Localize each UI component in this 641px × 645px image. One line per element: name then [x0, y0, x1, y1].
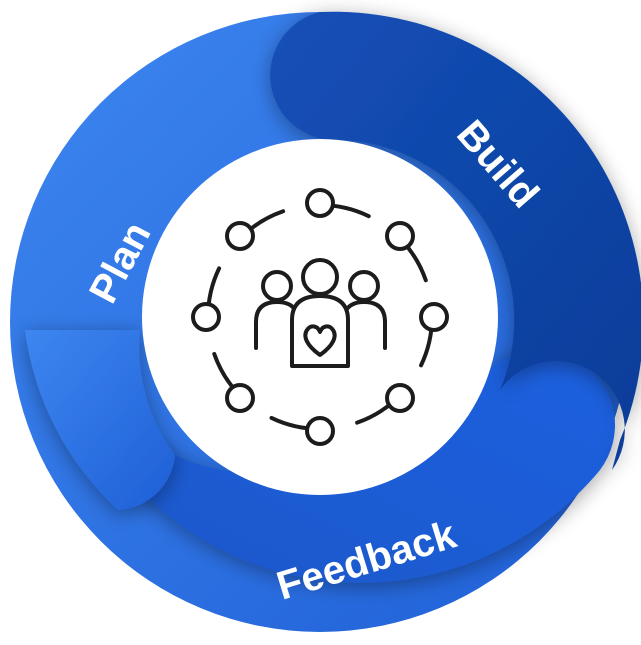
- plan-tail-cap: [25, 330, 175, 510]
- community-network-icon: [191, 188, 449, 446]
- segment-build: [270, 11, 641, 470]
